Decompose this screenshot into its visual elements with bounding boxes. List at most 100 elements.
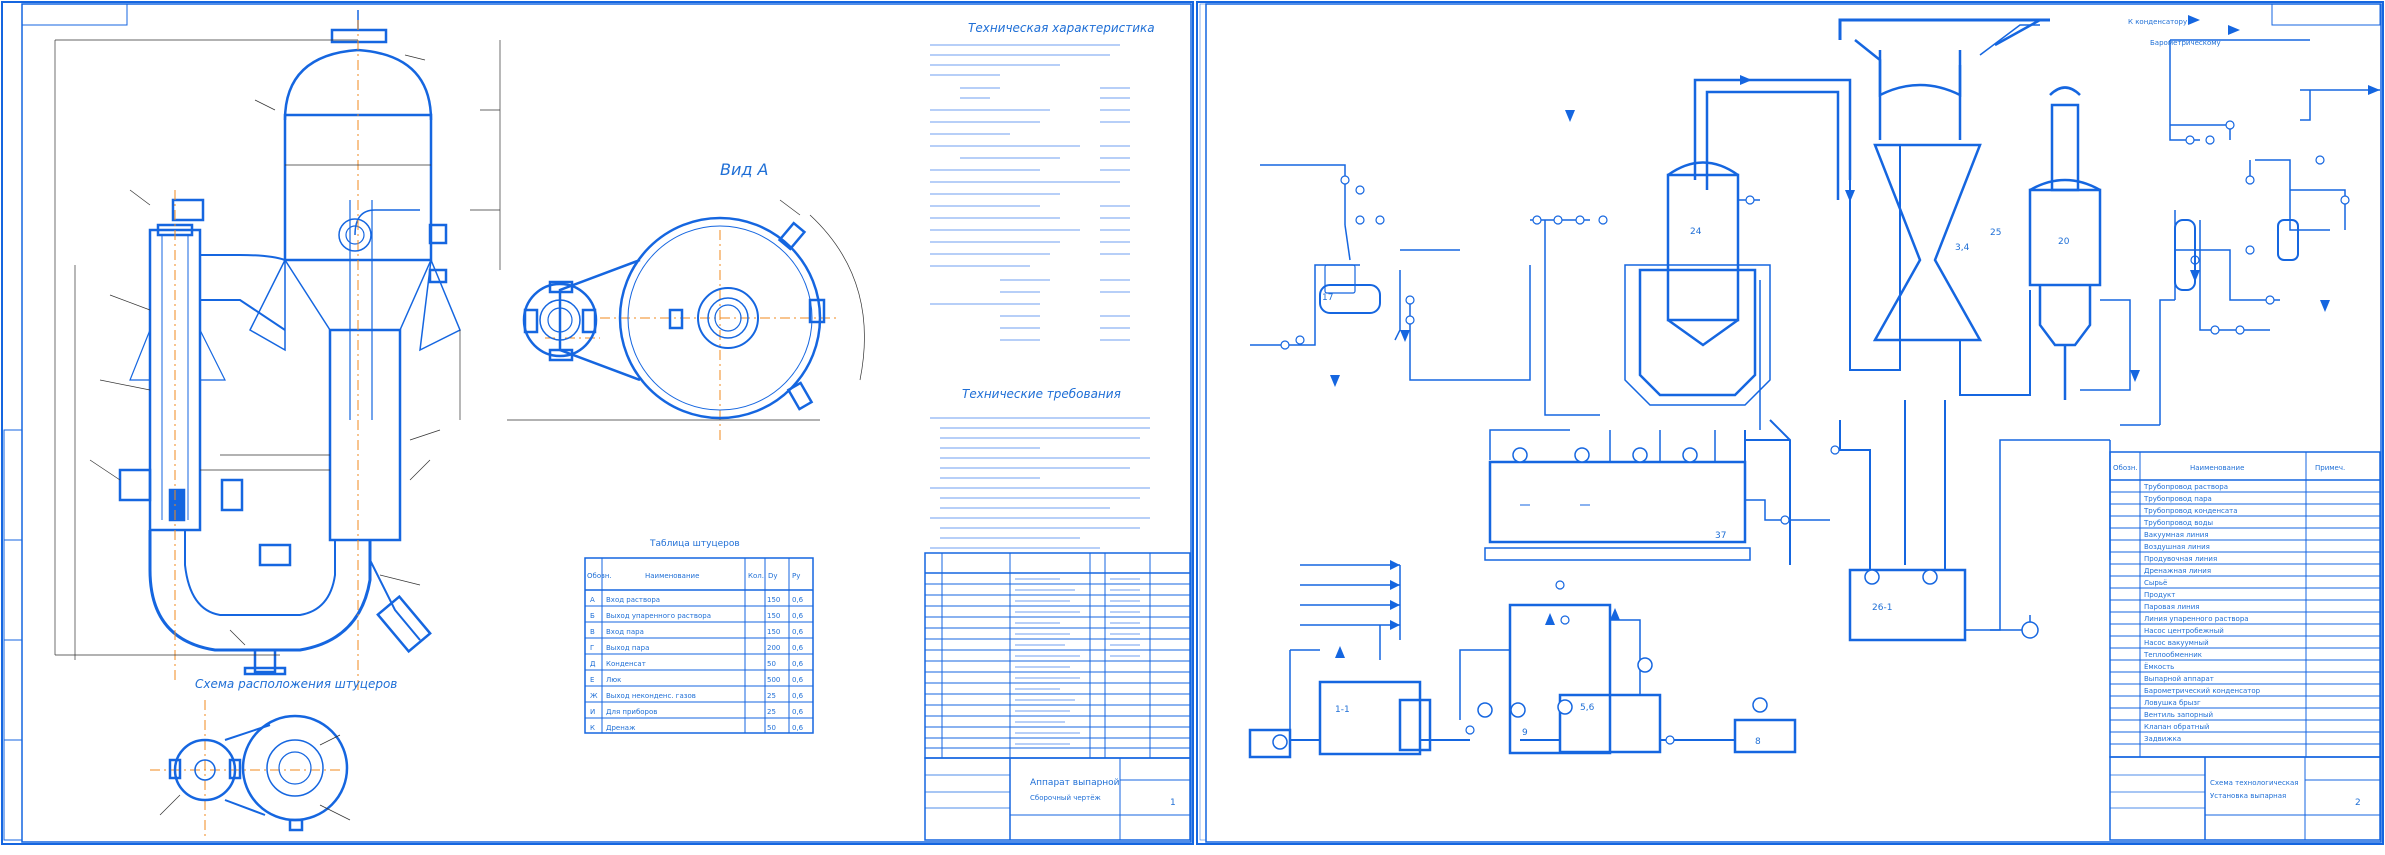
- legend-row: Вакуумная линия: [2144, 531, 2209, 539]
- right-stamp-subtitle: Установка выпарная: [2210, 792, 2286, 800]
- label-pump-9: 9: [1522, 728, 1528, 738]
- label-to-condenser: К конденсатору: [2128, 18, 2187, 26]
- label-tank-26: 26-1: [1872, 603, 1892, 613]
- flow-arrows: [1330, 15, 2380, 658]
- nozzle-row-id: Д: [590, 660, 596, 668]
- label-apparatus-3-4: 3,4: [1955, 243, 1970, 253]
- legend-table-header: Обозн. Наименование Примеч.: [2113, 464, 2345, 472]
- nozzle-row-dn: 50: [767, 724, 776, 732]
- axis-lines: [150, 20, 840, 840]
- nozzle-row-name: Вход пара: [606, 628, 644, 636]
- nozzle-table-rows: А Вход раствора 150 0,6 Б Выход упаренно…: [590, 596, 804, 732]
- nozzle-row-id: Б: [590, 612, 595, 620]
- nozzle-row-id: Е: [590, 676, 594, 684]
- nozzle-table-header: Обозн. Наименование Кол. Dу Pу: [587, 572, 800, 580]
- legend-header-code: Обозн.: [2113, 464, 2138, 472]
- valves: [1280, 120, 2350, 745]
- legend-row: Ёмкость: [2144, 662, 2174, 671]
- left-title-block: [924, 757, 1191, 841]
- nozzle-row-name: Выход упаренного раствора: [606, 612, 711, 620]
- pumps: [1272, 447, 2039, 750]
- callout-leaders: [89, 54, 801, 821]
- legend-row: Трубопровод конденсата: [2143, 507, 2238, 515]
- process-pipelines: [1248, 18, 2380, 759]
- legend-row: Выпарной аппарат: [2144, 675, 2214, 683]
- legend-row: Продувочная линия: [2144, 555, 2217, 563]
- legend-row: Трубопровод раствора: [2143, 483, 2228, 491]
- legend-row: Ловушка брызг: [2144, 699, 2201, 707]
- legend-row: Насос центробежный: [2144, 627, 2224, 635]
- legend-row: Барометрический конденсатор: [2144, 687, 2261, 695]
- right-title-block: [2109, 756, 2381, 841]
- label-evaporator-20: 20: [2058, 237, 2070, 247]
- legend-row: Воздушная линия: [2144, 543, 2210, 551]
- nozzle-row-pn: 0,6: [792, 724, 804, 732]
- nozzle-table-header-name: Наименование: [645, 572, 699, 580]
- dimension-lines: [54, 39, 501, 660]
- nozzle-row-name: Люк: [606, 676, 621, 684]
- view-a-drawing: [507, 214, 865, 421]
- nozzle-row-pn: 0,6: [792, 676, 804, 684]
- nozzle-row-dn: 150: [767, 628, 780, 636]
- legend-row: Линия упаренного раствора: [2144, 615, 2249, 623]
- nozzle-row-dn: 500: [767, 676, 780, 684]
- legend-header-note: Примеч.: [2315, 464, 2345, 472]
- legend-row: Сырьё: [2144, 579, 2167, 587]
- small-vessels: [1319, 219, 2299, 314]
- nozzle-scheme-title: Схема расположения штуцеров: [195, 677, 397, 691]
- label-evaporator-24: 24: [1690, 227, 1702, 237]
- nozzle-row-id: И: [590, 708, 595, 716]
- right-sheet-frame: [1196, 1, 2384, 845]
- nozzle-row-name: Выход пара: [606, 644, 649, 652]
- left-bom-text: [1015, 578, 1140, 745]
- legend-row: Вентиль запорный: [2144, 711, 2213, 719]
- legend-row: Клапан обратный: [2144, 723, 2209, 731]
- legend-row: Насос вакуумный: [2144, 639, 2209, 647]
- label-tank-8: 8: [1755, 737, 1761, 747]
- tech-req-title: Технические требования: [962, 387, 1121, 401]
- label-tank-37: 37: [1715, 531, 1726, 541]
- tech-req-text-lines: [930, 417, 1150, 549]
- right-stamp-title: Схема технологическая: [2210, 779, 2299, 787]
- nozzle-row-name: Конденсат: [606, 660, 646, 668]
- nozzle-row-dn: 50: [767, 660, 776, 668]
- label-tank-1-1: 1-1: [1335, 705, 1350, 715]
- nozzle-table-header-qty: Кол.: [748, 572, 764, 580]
- tech-char-title: Техническая характеристика: [968, 21, 1155, 35]
- nozzle-table: [584, 557, 814, 734]
- nozzle-row-name: Дренаж: [606, 724, 636, 732]
- nozzle-row-name: Для приборов: [606, 708, 657, 716]
- right-stamp-sheet: 2: [2355, 798, 2361, 808]
- legend-table-rows: Трубопровод раствора Трубопровод пара Тр…: [2143, 483, 2261, 743]
- nozzle-row-dn: 25: [767, 708, 776, 716]
- left-stamp-sheet: 1: [1170, 798, 1176, 808]
- nozzle-row-dn: 150: [767, 612, 780, 620]
- nozzle-row-id: Ж: [590, 692, 598, 700]
- left-stamp-subtitle: Сборочный чертёж: [1030, 794, 1101, 802]
- nozzle-table-title: Таблица штуцеров: [649, 539, 740, 549]
- equipment-labels: 24 20 37 3,4 5,6 1-1 26-1 17 8 9 25 К ко…: [1322, 18, 2221, 747]
- legend-row: Теплообменник: [2143, 651, 2202, 659]
- view-a-label: Вид А: [720, 160, 768, 179]
- nozzle-row-name: Вход раствора: [606, 596, 660, 604]
- left-bom-table: [924, 552, 1191, 759]
- nozzle-row-pn: 0,6: [792, 644, 804, 652]
- nozzle-row-pn: 0,6: [792, 660, 804, 668]
- nozzle-row-id: А: [590, 596, 595, 604]
- nozzle-row-pn: 0,6: [792, 708, 804, 716]
- nozzle-scheme-drawing: [168, 714, 349, 832]
- nozzle-table-header-id: Обозн.: [587, 572, 612, 580]
- left-stamp-title: Аппарат выпарной: [1030, 778, 1120, 788]
- evaporator-apparatus: [118, 10, 461, 676]
- nozzle-row-pn: 0,6: [792, 612, 804, 620]
- legend-row: Задвижка: [2144, 735, 2181, 743]
- nozzle-row-id: Г: [590, 644, 594, 652]
- nozzle-row-pn: 0,6: [792, 628, 804, 636]
- nozzle-row-dn: 200: [767, 644, 780, 652]
- nozzle-row-name: Выход неконденс. газов: [606, 692, 696, 700]
- legend-row: Трубопровод воды: [2143, 519, 2213, 527]
- tech-char-text-lines: [930, 44, 1130, 341]
- label-vessel-17: 17: [1322, 293, 1333, 303]
- legend-row: Дренажная линия: [2144, 567, 2211, 575]
